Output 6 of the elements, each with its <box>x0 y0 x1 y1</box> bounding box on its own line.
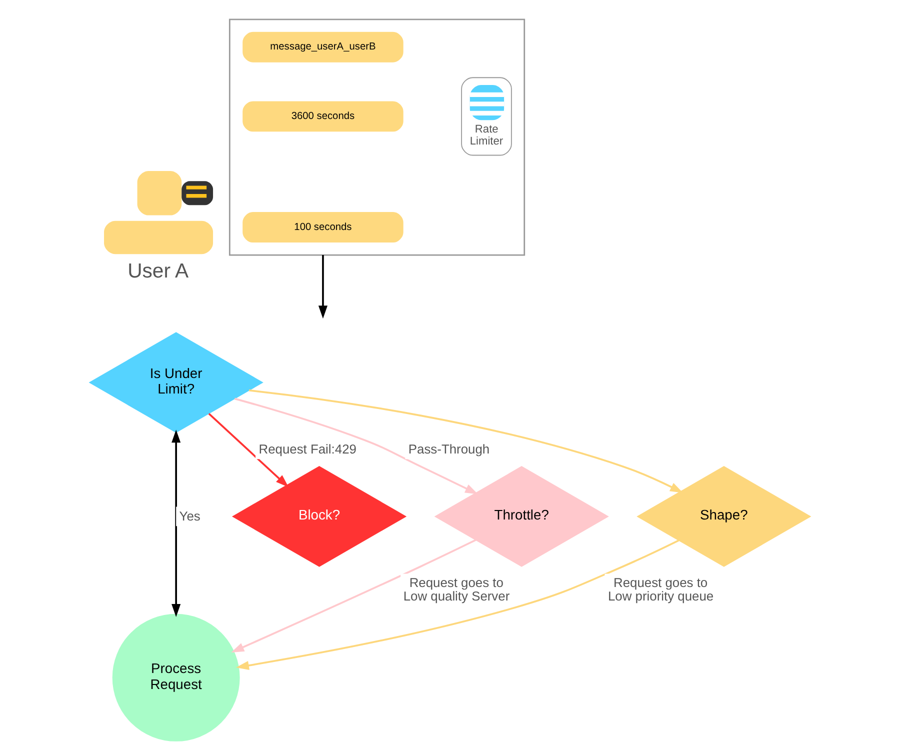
edge-label: Pass-Through <box>408 441 490 456</box>
edge-label: Request goes to Low quality Server <box>403 574 510 604</box>
edge-label: Request Fail:429 <box>258 441 356 456</box>
edge-label: Yes <box>179 508 200 524</box>
node-label: User A <box>128 260 189 283</box>
edge-label: Request goes to Low priority queue <box>608 574 714 604</box>
